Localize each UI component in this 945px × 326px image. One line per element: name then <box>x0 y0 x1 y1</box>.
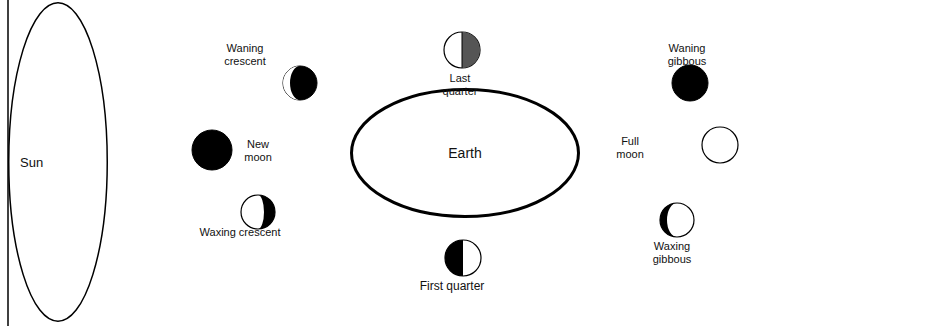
phase-label: Full moon <box>610 135 650 160</box>
new-moon-symbol <box>192 130 232 170</box>
phase-label: Waxing crescent <box>175 226 305 239</box>
first-quarter-symbol <box>445 240 481 276</box>
phase-label-holder: Waning crescent <box>215 42 275 67</box>
phase-label-holder: New moon <box>238 138 278 163</box>
phase-label: New moon <box>238 138 278 163</box>
node-label: Sun <box>20 155 43 170</box>
phase-label: First quarter <box>397 280 507 294</box>
last-quarter-symbol <box>444 32 480 68</box>
phase-label-holder: Waxing gibbous <box>643 240 701 265</box>
earth-body-ellipse <box>352 90 579 217</box>
phase-label: Waning crescent <box>215 42 275 67</box>
phase-label-holder: Waning gibbous <box>658 42 716 67</box>
node-label: Earth <box>448 145 481 161</box>
sun-body: Sun <box>8 2 108 322</box>
waning-crescent-symbol <box>283 66 317 100</box>
phase-label-holder: Full moon <box>610 135 650 160</box>
phase-label-holder: Waxing crescent <box>175 226 305 239</box>
waxing-crescent-symbol <box>241 195 275 229</box>
phase-label: Waning gibbous <box>658 42 716 67</box>
phase-label-holder: First quarter <box>397 280 507 294</box>
phase-label: Last quarter <box>435 72 485 97</box>
sun-body-ellipse <box>9 3 108 322</box>
earth-body: Earth <box>350 88 580 218</box>
phase-label: Waxing gibbous <box>643 240 701 265</box>
full-moon-symbol <box>702 127 738 163</box>
waning-gibbous-symbol <box>672 65 708 101</box>
phase-label-holder: Last quarter <box>435 72 485 97</box>
waxing-gibbous-symbol <box>660 203 694 237</box>
